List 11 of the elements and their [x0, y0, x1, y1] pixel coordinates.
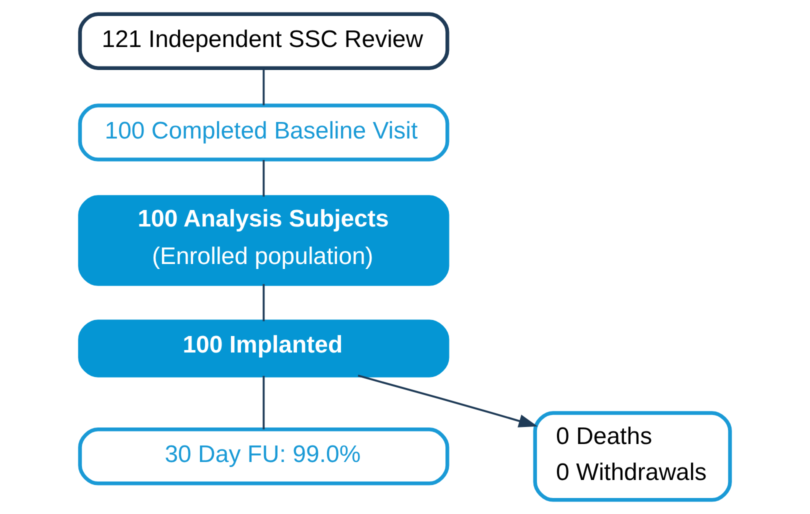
connector: [262, 284, 265, 322]
connector: [262, 160, 265, 197]
connector: [262, 68, 265, 106]
connector: [262, 376, 265, 430]
node-box: 30 Day FU: 99.0%: [78, 428, 450, 486]
arrow: [358, 374, 538, 428]
node-box: 100 Completed Baseline Visit: [78, 104, 450, 162]
node-box: 100 Analysis Subjects (Enrolled population): [78, 195, 450, 286]
node-box: 100 Implanted: [78, 320, 450, 378]
node-box: 121 Independent SSC Review: [78, 12, 450, 70]
node-box: 0 Deaths 0 Withdrawals: [533, 411, 732, 502]
